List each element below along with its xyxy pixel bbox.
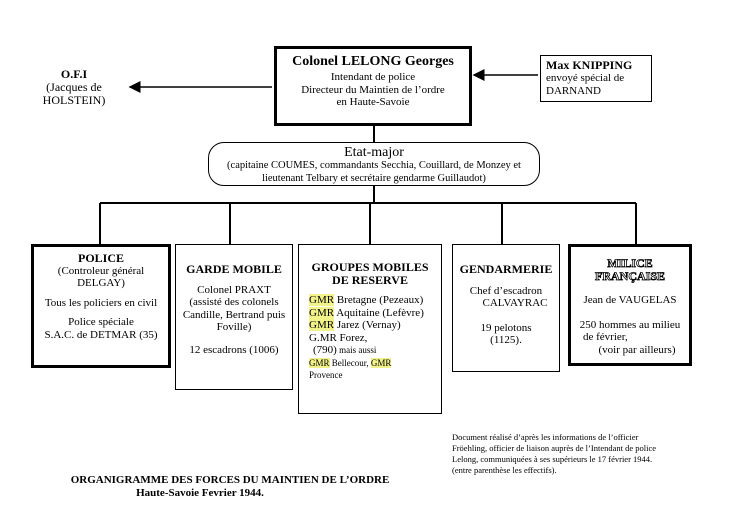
source-line: (entre parenthèse les effectifs). (452, 465, 557, 475)
top-box: Colonel LELONG Georges Intendant de poli… (274, 46, 472, 126)
milice-line: de février, (583, 331, 628, 343)
caption-subtitle: Haute-Savoie Fevrier 1944. (136, 487, 264, 499)
gmr-bellecour: Bellecour, (329, 357, 371, 368)
gmr-item-text: Aquitaine (Lefèvre) (334, 306, 424, 319)
garde-mobile-box: GARDE MOBILE Colonel PRAXT (assisté des … (175, 244, 293, 390)
police-line: Tous les policiers en civil (44, 296, 158, 309)
knipping-line: envoyé spécial de (546, 72, 625, 84)
gmr-count-line: (790) mais aussi (309, 344, 441, 357)
garde-line: Colonel PRAXT (197, 283, 271, 296)
etat-major-line: (capitaine COUMES, commandants Secchia, … (227, 160, 521, 171)
police-line: (Controleur général (57, 264, 145, 277)
milice-line: Jean de VAUGELAS (583, 294, 677, 306)
caption-title: ORGANIGRAMME DES FORCES DU MAINTIEN DE L… (70, 474, 390, 486)
garde-line (176, 334, 292, 344)
knipping-title: Max KNIPPING (546, 58, 633, 72)
gmr-bellecour-line: GMR Bellecour, GMR (309, 357, 441, 370)
garde-title: GARDE MOBILE (186, 262, 282, 276)
source-line: Fröehling, officier de liaison auprès de… (452, 443, 657, 453)
source-line: Document réalisé d’après les information… (452, 432, 639, 442)
gmr-forez: G.MR Forez, (309, 331, 368, 344)
gmr-item: GMR Aquitaine (Lefèvre) (309, 306, 441, 320)
police-line: S.A.C. de DETMAR (35) (44, 328, 158, 341)
milice-line (571, 307, 689, 319)
top-line: Directeur du Maintien de l’ordre (301, 83, 445, 96)
police-line: DELGAY) (77, 277, 125, 289)
gmr-box: GROUPES MOBILES DE RESERVE GMR Bretagne … (298, 244, 442, 414)
ofi-line: O.F.I (60, 67, 88, 81)
garde-line: (assisté des colonels (189, 296, 279, 308)
gmr-tag: GMR (309, 306, 335, 319)
garde-line: Foville) (216, 321, 252, 333)
gendarmerie-line: 19 pelotons (480, 321, 532, 334)
gmr-title: GROUPES MOBILES (311, 260, 429, 274)
gmr-item: GMR Bretagne (Pezeaux) (309, 294, 441, 307)
police-box: POLICE (Controleur général DELGAY) Tous … (31, 244, 171, 368)
gendarmerie-line: Chef d’escadron (469, 284, 543, 297)
etat-major-title: Etat-major (344, 145, 404, 160)
milice-box: MILICE FRANÇAISE Jean de VAUGELAS 250 ho… (568, 244, 692, 366)
police-title: POLICE (77, 251, 124, 265)
ofi-line: HOLSTEIN) (42, 93, 106, 107)
gmr-provence: Provence (309, 370, 343, 380)
gendarmerie-line: (1125). (490, 334, 522, 346)
gmr-mais: mais aussi (336, 345, 377, 355)
gendarmerie-box: GENDARMERIE Chef d’escadron CALVAYRAC 19… (452, 244, 560, 372)
gendarmerie-title: GENDARMERIE (459, 262, 553, 276)
milice-title: MILICE FRANÇAISE (594, 256, 666, 283)
gmr-count: (790) (313, 344, 337, 356)
ofi-line: (Jacques de (46, 80, 102, 94)
gmr-item-text: Jarez (Vernay) (334, 319, 401, 331)
gendarmerie-line (453, 310, 559, 322)
top-line: Intendant de police (330, 71, 416, 83)
gmr-tag: GMR (309, 357, 330, 368)
etat-major-box: Etat-major (capitaine COUMES, commandant… (208, 142, 540, 186)
gmr-item: GMR Jarez (Vernay) (309, 319, 441, 332)
police-line: Police spéciale (68, 316, 134, 328)
etat-major-line: lieutenant Telbary et secrétaire gendarm… (262, 172, 486, 184)
source-note: Document réalisé d’après les information… (452, 432, 712, 476)
source-line: Lelong, communiquées à ses supérieurs le… (452, 454, 653, 464)
garde-line: Candille, Bertrand puis (182, 308, 286, 321)
ofi-label: O.F.I (Jacques de HOLSTEIN) (30, 68, 118, 107)
caption: ORGANIGRAMME DES FORCES DU MAINTIEN DE L… (40, 474, 420, 500)
knipping-line: DARNAND (546, 85, 601, 97)
gmr-tag: GMR (309, 294, 335, 306)
gmr-item-text: Bretagne (Pezeaux) (334, 294, 424, 306)
knipping-box: Max KNIPPING envoyé spécial de DARNAND (540, 55, 652, 102)
top-title: Colonel LELONG Georges (292, 54, 454, 69)
garde-line: 12 escadrons (1006) (189, 343, 279, 356)
milice-line: 250 hommes au milieu (579, 318, 681, 331)
police-line (34, 309, 168, 316)
gmr-tag: GMR (309, 319, 335, 331)
milice-line: (voir par ailleurs) (598, 343, 676, 356)
gendarmerie-line: CALVAYRAC (482, 297, 548, 309)
gmr-tag: GMR (370, 357, 392, 368)
top-line: en Haute-Savoie (336, 96, 410, 108)
police-line (34, 290, 168, 297)
gmr-title: DE RESERVE (332, 272, 408, 287)
